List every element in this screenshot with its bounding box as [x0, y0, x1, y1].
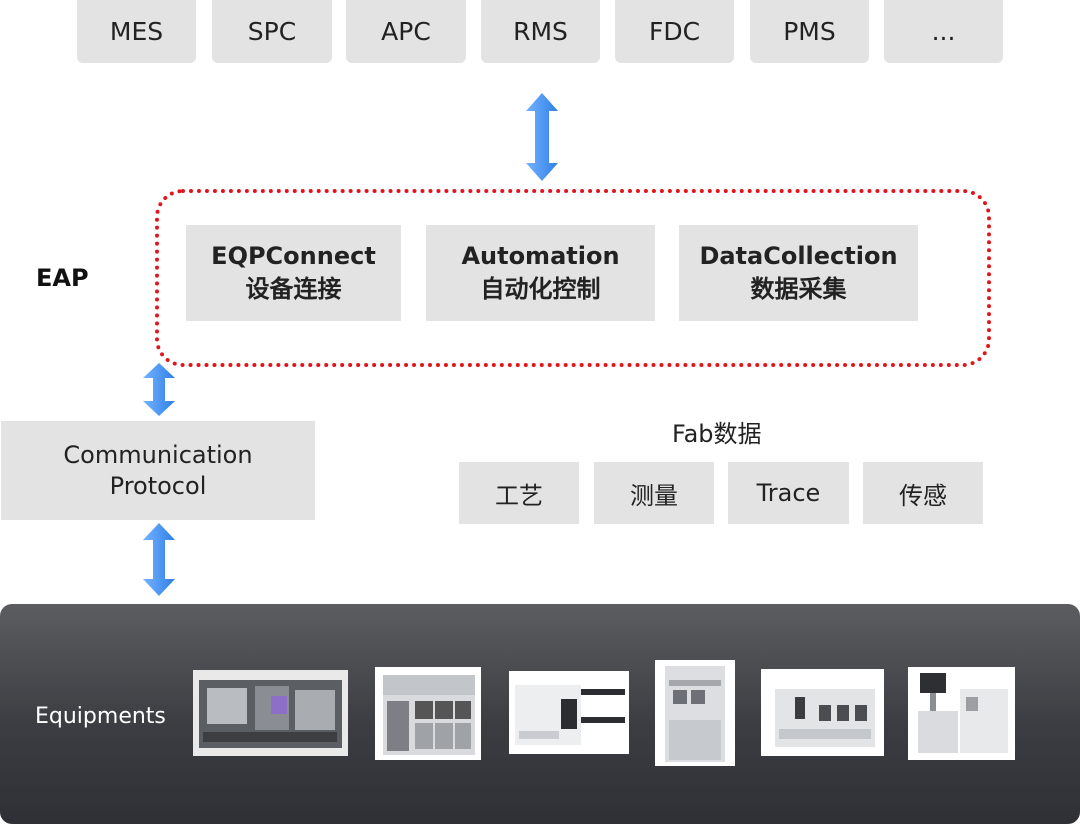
eap-label: EAP — [36, 264, 89, 292]
equipment-image-2 — [375, 667, 481, 760]
system-label: RMS — [513, 17, 568, 46]
equipments-label: Equipments — [35, 704, 166, 729]
module-title: EQPConnect — [211, 242, 376, 270]
fab-item-process: 工艺 — [459, 462, 579, 524]
fab-item-label: 测量 — [630, 481, 678, 510]
module-eqpconnect: EQPConnect 设备连接 — [186, 225, 401, 321]
system-label: SPC — [247, 17, 297, 46]
system-box-rms: RMS — [481, 0, 600, 63]
communication-protocol-box: Communication Protocol — [1, 421, 315, 520]
fab-item-label: Trace — [756, 479, 821, 507]
system-box-pms: PMS — [750, 0, 869, 63]
double-arrow-icon — [143, 523, 175, 596]
system-box-apc: APC — [346, 0, 466, 63]
fab-item-label: 传感 — [899, 481, 947, 510]
system-label: APC — [381, 17, 431, 46]
system-box-spc: SPC — [212, 0, 332, 63]
equipment-image-1 — [193, 670, 348, 756]
module-subtitle: 数据采集 — [750, 275, 847, 303]
fab-item-trace: Trace — [728, 462, 849, 524]
fab-data-title: Fab数据 — [672, 420, 762, 448]
module-automation: Automation 自动化控制 — [426, 225, 655, 321]
fab-item-label: 工艺 — [495, 481, 543, 510]
system-box-mes: MES — [77, 0, 196, 63]
equipment-image-5 — [761, 669, 884, 756]
system-label: FDC — [648, 17, 701, 46]
fab-item-sensor: 传感 — [863, 462, 983, 524]
fab-item-measurement: 测量 — [594, 462, 714, 524]
eap-boundary — [155, 189, 991, 367]
system-box-more: ... — [884, 0, 1003, 63]
communication-line-2: Protocol — [109, 471, 207, 500]
module-title: DataCollection — [699, 242, 898, 270]
module-title: Automation — [461, 242, 620, 270]
module-subtitle: 设备连接 — [245, 275, 342, 303]
equipment-image-3 — [509, 671, 629, 754]
system-label: MES — [109, 17, 164, 46]
equipment-image-6 — [908, 667, 1015, 760]
communication-line-1: Communication — [63, 440, 253, 469]
double-arrow-icon — [526, 93, 558, 181]
module-datacollection: DataCollection 数据采集 — [679, 225, 918, 321]
system-box-fdc: FDC — [615, 0, 734, 63]
system-label: PMS — [783, 17, 836, 46]
equipment-image-4 — [655, 660, 735, 766]
double-arrow-icon — [143, 363, 175, 416]
module-subtitle: 自动化控制 — [480, 275, 601, 303]
system-label: ... — [931, 17, 956, 46]
